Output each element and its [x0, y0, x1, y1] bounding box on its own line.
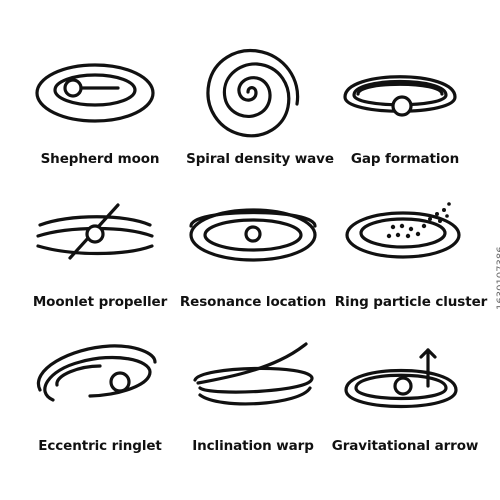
resonance-location-icon — [189, 208, 317, 262]
label-shepherd-moon: Shepherd moon — [40, 151, 160, 167]
label-spiral-density-wave: Spiral density wave — [186, 151, 334, 167]
eccentric-ringlet-icon — [36, 344, 157, 402]
moonlet-propeller-icon — [36, 203, 154, 260]
inclination-warp-icon — [193, 342, 314, 406]
gravitational-arrow-icon — [344, 348, 458, 409]
label-gravitational-arrow: Gravitational arrow — [331, 438, 479, 454]
label-gap-formation: Gap formation — [350, 151, 460, 167]
gap-formation-icon — [343, 75, 457, 117]
shepherd-moon-icon — [35, 63, 155, 123]
label-ring-particle-cluster: Ring particle cluster — [334, 294, 488, 310]
stock-id: 1630107386 — [496, 246, 500, 310]
stock-footer-bar — [0, 478, 500, 500]
ring-particle-cluster-icon — [345, 202, 461, 259]
spiral-density-wave-icon — [206, 48, 300, 138]
label-eccentric-ringlet: Eccentric ringlet — [38, 438, 162, 454]
label-moonlet-propeller: Moonlet propeller — [32, 294, 168, 310]
label-inclination-warp: Inclination warp — [192, 438, 314, 454]
label-resonance-location: Resonance location — [179, 294, 327, 310]
